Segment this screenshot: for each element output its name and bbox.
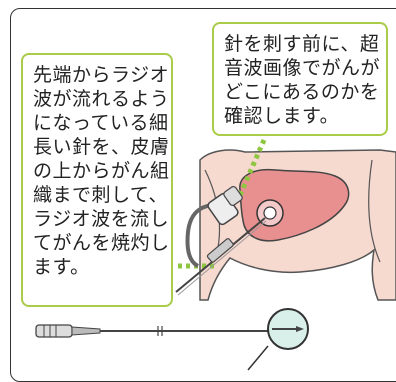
callout-line: 先端からラジオ [33, 64, 170, 86]
needle-detail [35, 324, 290, 338]
leader-right [235, 139, 267, 201]
probe-cable [185, 203, 217, 268]
tumor-core [263, 206, 277, 220]
callout-line: の上からがん組 [33, 160, 170, 182]
callout-line: どこにあるのかを [224, 81, 380, 103]
needle-handle [206, 238, 234, 263]
callout-line: ラジオ波を流し [33, 208, 170, 230]
magnifier-pointer [247, 345, 269, 371]
callout-line: 針を刺す前に、超 [224, 33, 380, 55]
callout-ultrasound: 針を刺す前に、超 音波画像でがんが どこにあるのかを 確認します。 [212, 22, 388, 136]
ultrasound-probe [207, 186, 243, 226]
callout-procedure: 先端からラジオ 波が流れるよう になっている細 長い針を、皮膚 の上からがん組 … [21, 53, 173, 307]
procedure-illustration [35, 139, 396, 371]
callout-line: 長い針を、皮膚 [33, 136, 170, 158]
callout-line: 織まで刺して、 [33, 184, 168, 206]
callout-line: 音波画像でがんが [224, 57, 381, 79]
body-contour-right [368, 159, 381, 263]
callout-line: ます。 [33, 256, 90, 278]
callout-line: 確認します。 [224, 105, 340, 127]
rf-needle-shadow [177, 220, 267, 296]
callout-line: 波が流れるよう [33, 88, 170, 110]
callout-line: になっている細 [33, 112, 169, 134]
callout-line: てがんを焼灼し [33, 232, 170, 254]
